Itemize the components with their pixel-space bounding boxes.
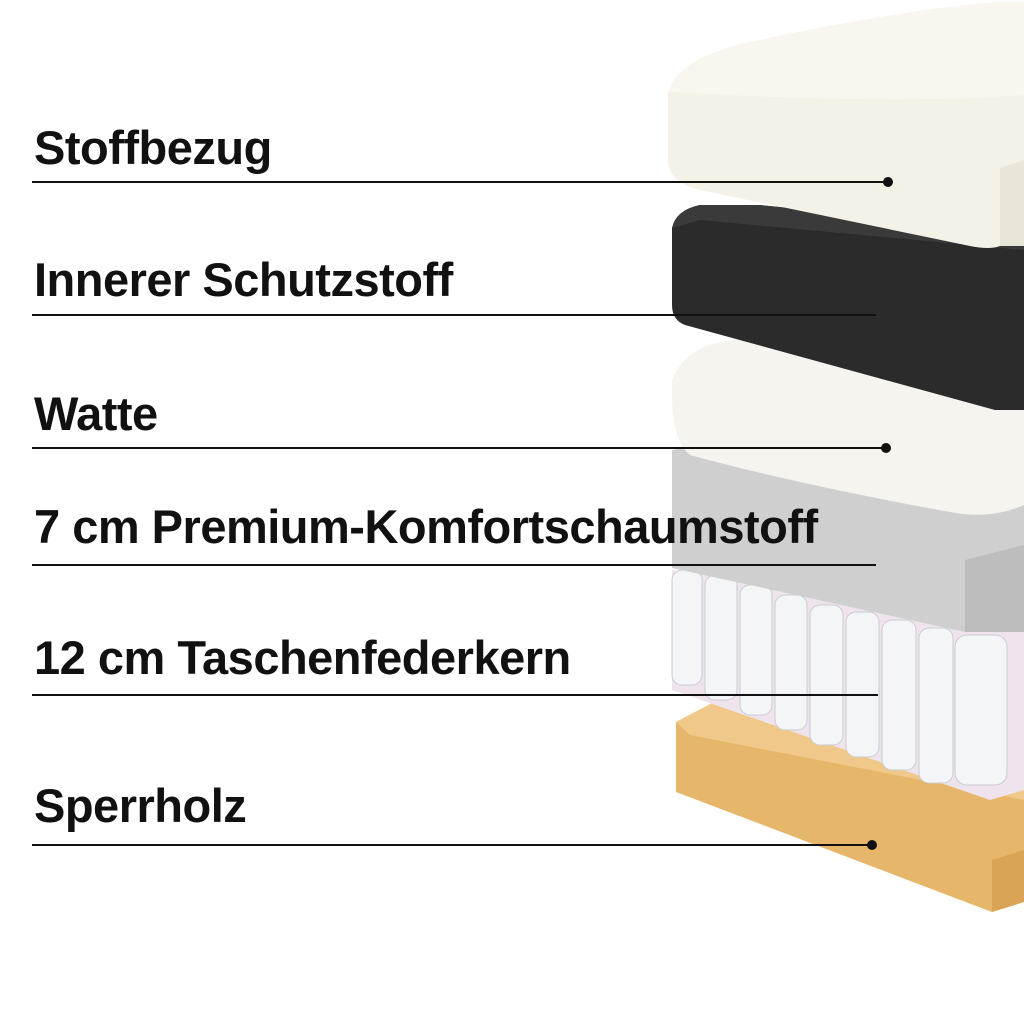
leader-dots: [867, 177, 893, 850]
wadding-layer: [671, 339, 1024, 515]
label-wadding: Watte: [34, 387, 158, 440]
label-plywood: Sperrholz: [34, 779, 247, 832]
label-pocket-spring-core: 12 cm Taschenfederkern: [34, 631, 571, 684]
leader-lines: [32, 181, 888, 846]
label-fabric-cover: Stoffbezug: [34, 121, 272, 174]
label-comfort-foam: 7 cm Premium-Komfortschaumstoff: [34, 500, 818, 553]
pocket-spring-layer: [671, 569, 1024, 800]
label-inner-protection-fabric: Innerer Schutzstoff: [34, 253, 453, 306]
fabric-cover-layer: [668, 2, 1024, 248]
